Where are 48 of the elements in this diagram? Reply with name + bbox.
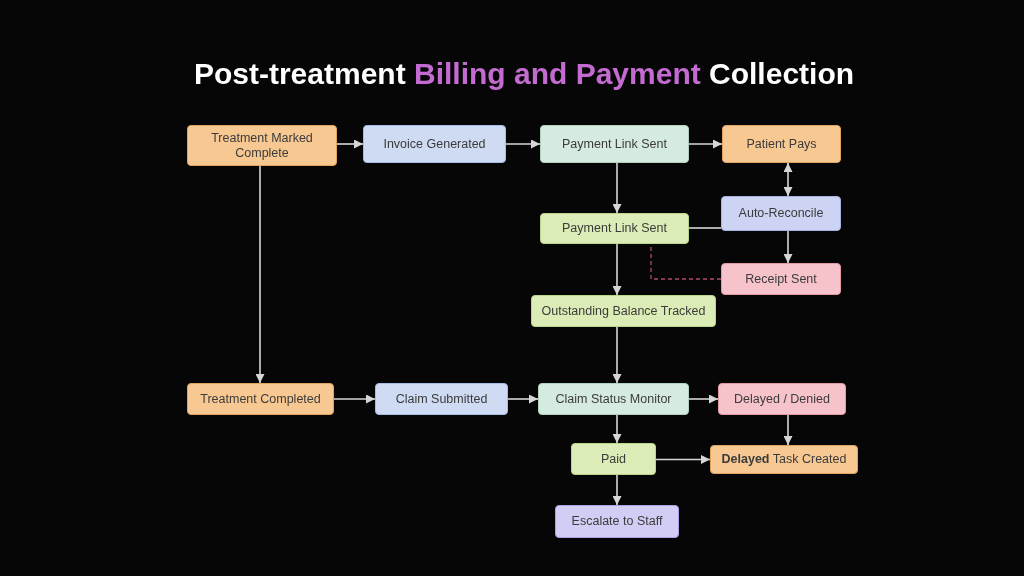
- arrow: [688, 394, 719, 404]
- process-box: [718, 383, 846, 415]
- arrow: [655, 455, 711, 464]
- arrow: [612, 326, 622, 384]
- process-box: [538, 383, 689, 415]
- process-box: [571, 443, 656, 475]
- arrow: [336, 139, 364, 149]
- process-box: [187, 383, 334, 415]
- process-box: [375, 383, 508, 415]
- process-box: [722, 125, 841, 163]
- process-box: [540, 213, 689, 244]
- node-text: Claim Status Monitor: [555, 391, 672, 407]
- process-box: [540, 125, 689, 163]
- node-text: Payment Link Sent: [562, 136, 667, 152]
- process-box: [721, 263, 841, 295]
- arrow: [507, 394, 539, 404]
- node-text: Invoice Generated: [383, 136, 486, 152]
- arrow: [612, 414, 622, 444]
- node-text: Delayed / Denied: [734, 391, 830, 407]
- arrow: [612, 243, 622, 296]
- process-box: [721, 196, 841, 231]
- node-text: Treatment Completed: [200, 391, 321, 407]
- node-text: Paid: [601, 451, 626, 467]
- process-box: [363, 125, 506, 163]
- process-box: [555, 505, 679, 538]
- node-text: Payment Link Sent: [562, 221, 667, 236]
- process-box: [531, 295, 716, 327]
- node-text: Receipt Sent: [745, 271, 817, 287]
- node-text: Claim Submitted: [395, 391, 488, 407]
- arrow: [333, 394, 376, 404]
- arrow: [783, 414, 793, 446]
- node-text: Treatment Marked Complete: [210, 130, 314, 161]
- arrow: [612, 162, 622, 214]
- node-text: Escalate to Staff: [571, 514, 663, 529]
- arrow: [612, 474, 622, 506]
- process-box: [187, 125, 337, 166]
- node-text: Patient Pays: [746, 136, 817, 152]
- title: Post-treatment Billing and Payment Collection: [193, 56, 855, 92]
- arrow: [505, 139, 541, 149]
- arrow: [688, 139, 723, 149]
- arrow: [783, 162, 793, 197]
- node-text: Auto-Reconcile: [738, 206, 824, 221]
- connector-line: [688, 227, 722, 229]
- arrow: [255, 165, 265, 384]
- node-text: Delayed Task Created: [721, 452, 847, 467]
- node-text: Outstanding Balance Tracked: [541, 303, 706, 319]
- arrow: [783, 230, 793, 264]
- process-box: [710, 445, 858, 474]
